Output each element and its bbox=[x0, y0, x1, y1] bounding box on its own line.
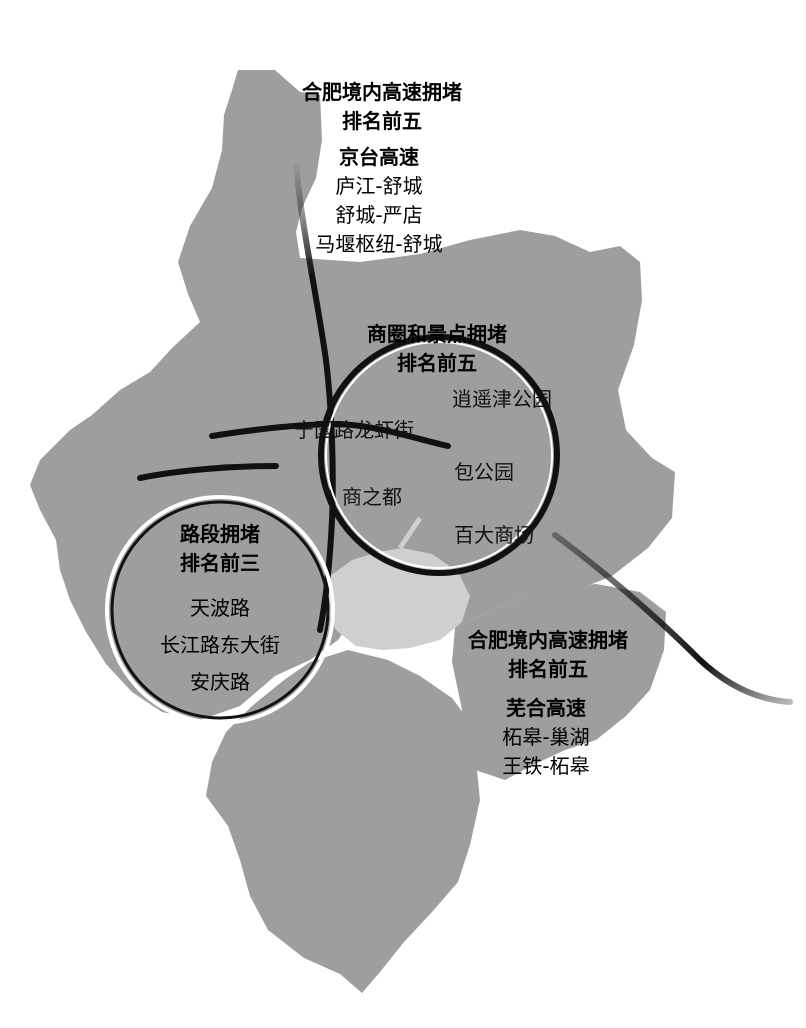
spot-baogong-park: 包公园 bbox=[454, 460, 514, 484]
spot-shangzhidu: 商之都 bbox=[342, 485, 402, 509]
commercial-circle-inner bbox=[325, 341, 553, 569]
road-lower bbox=[137, 463, 279, 481]
north-panel: 合肥境内高速拥堵 排名前五 bbox=[262, 76, 502, 134]
road-circle-outline bbox=[110, 500, 330, 720]
road-item: 天波路 bbox=[190, 596, 250, 620]
north-highway-name: 京台高速 bbox=[339, 145, 419, 169]
road-title-line1: 路段拥堵 bbox=[180, 522, 260, 546]
road-list: 天波路 长江路东大街 安庆路 bbox=[135, 590, 305, 701]
commercial-title-line1: 商圈和景点拥堵 bbox=[367, 322, 507, 346]
road-panel: 路段拥堵 排名前三 bbox=[160, 518, 280, 576]
north-highway-block: 京台高速 庐江-舒城 舒城-严店 马堰枢纽-舒城 bbox=[274, 141, 484, 257]
north-segment: 庐江-舒城 bbox=[335, 174, 423, 198]
southeast-highway-name: 芜合高速 bbox=[506, 696, 586, 720]
north-title-line2: 排名前五 bbox=[342, 109, 422, 133]
region-south bbox=[206, 650, 480, 993]
highway-wuhe bbox=[552, 532, 793, 705]
road-circle bbox=[105, 495, 335, 725]
region-east bbox=[452, 584, 666, 780]
road-item: 长江路东大街 bbox=[160, 633, 280, 657]
road-title-line2: 排名前三 bbox=[180, 551, 260, 575]
southeast-segment: 柘皋-巢湖 bbox=[502, 725, 590, 749]
road-upper bbox=[209, 420, 451, 449]
river bbox=[397, 516, 423, 550]
spot-xiaoyaojin-park: 逍遥津公园 bbox=[452, 387, 552, 411]
road-item: 安庆路 bbox=[190, 670, 250, 694]
southeast-panel: 合肥境内高速拥堵 排名前五 bbox=[428, 624, 668, 682]
commercial-panel: 商圈和景点拥堵 排名前五 bbox=[322, 318, 552, 376]
commercial-title-line2: 排名前五 bbox=[397, 351, 477, 375]
southeast-title-line1: 合肥境内高速拥堵 bbox=[468, 628, 628, 652]
north-title-line1: 合肥境内高速拥堵 bbox=[302, 80, 462, 104]
southeast-title-line2: 排名前五 bbox=[508, 657, 588, 681]
region-main bbox=[30, 70, 675, 720]
spot-baida-mall: 百大商场 bbox=[454, 523, 534, 547]
north-segment: 马堰枢纽-舒城 bbox=[315, 232, 443, 256]
north-segment: 舒城-严店 bbox=[335, 203, 423, 227]
southeast-highway-block: 芜合高速 柘皋-巢湖 王铁-柘皋 bbox=[476, 692, 616, 779]
southeast-segment: 王铁-柘皋 bbox=[502, 754, 590, 778]
spot-ningguo-road: 宁国路龙虾街 bbox=[294, 418, 414, 442]
commercial-circle bbox=[318, 334, 560, 576]
